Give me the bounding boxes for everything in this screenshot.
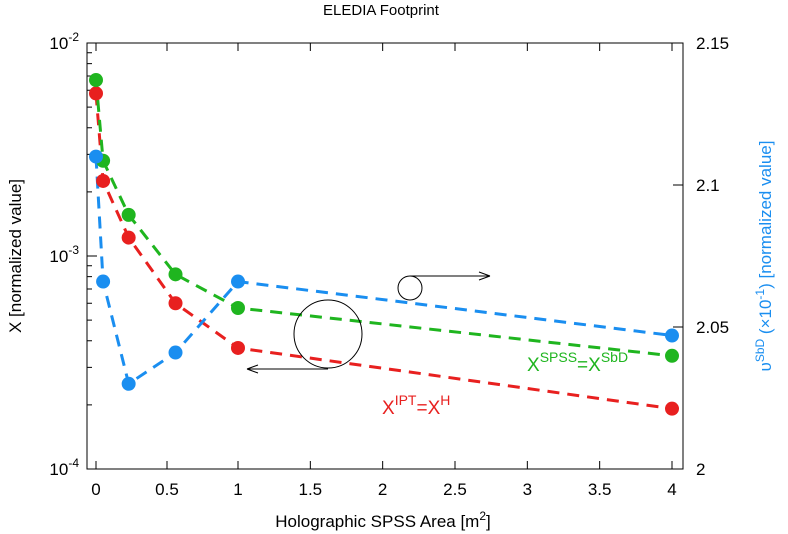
annotations (246, 271, 491, 374)
x-tick-label: 0 (91, 480, 100, 499)
series-point-2 (231, 274, 245, 289)
series-line-1 (94, 79, 673, 358)
series-point-1 (121, 207, 136, 222)
series-point-2 (168, 345, 183, 360)
series-label-green: XSPSS=XSbD (527, 349, 628, 376)
x-tick-label: 1.5 (299, 480, 323, 499)
series-point-0 (96, 173, 111, 188)
y-right-axis-ticks: 2.15 2.1 2.05 2 (673, 34, 729, 479)
series-point-2 (121, 376, 136, 391)
series-point-1 (89, 73, 103, 88)
y-right-tick-label: 2 (696, 460, 705, 479)
series-point-0 (665, 401, 679, 416)
series-point-0 (168, 296, 183, 311)
series-layer (89, 73, 679, 416)
series-point-0 (121, 230, 136, 245)
chart-title: ELEDIA Footprint (323, 2, 440, 19)
series-point-2 (89, 149, 103, 164)
right-axis-callout-circle (397, 275, 423, 301)
x-axis-label: Holographic SPSS Area [m2] (275, 509, 491, 531)
y-right-axis-label: υSbD (×10-1) [normalized value] (753, 141, 775, 372)
right-axis-arrow-head (478, 271, 491, 281)
x-tick-label: 4 (667, 480, 676, 499)
left-axis-callout-circle (293, 299, 363, 369)
series-label-red: XIPT=XH (382, 392, 450, 419)
x-tick-label: 1 (233, 480, 242, 499)
y-right-tick-label: 2.15 (696, 34, 729, 53)
series-point-1 (168, 267, 183, 282)
x-tick-label: 3.5 (588, 480, 612, 499)
y-left-tick-label: 10-4 (49, 456, 79, 479)
series-point-1 (665, 348, 679, 363)
x-tick-label: 2.5 (443, 480, 467, 499)
left-axis-arrow-head (246, 364, 259, 374)
y-right-tick-label: 2.1 (696, 176, 720, 195)
series-point-2 (665, 328, 679, 343)
series-line-2 (94, 156, 673, 387)
x-axis-ticks: 0 0.5 1 1.5 2 2.5 3 3.5 4 (91, 43, 677, 499)
y-left-tick-label: 10-3 (49, 243, 79, 266)
series-point-1 (231, 300, 245, 315)
y-right-tick-label: 2.05 (696, 318, 729, 337)
series-point-2 (96, 274, 111, 289)
x-tick-label: 0.5 (155, 480, 179, 499)
y-left-axis-label: X [normalized value] (6, 179, 25, 333)
y-left-tick-label: 10-2 (49, 30, 79, 53)
y-left-axis-ticks: 10-2 10-3 10-4 (49, 30, 97, 479)
x-tick-label: 3 (523, 480, 532, 499)
x-tick-label: 2 (378, 480, 387, 499)
series-point-0 (89, 86, 103, 101)
series-point-0 (231, 340, 245, 355)
series-line-0 (94, 93, 673, 411)
